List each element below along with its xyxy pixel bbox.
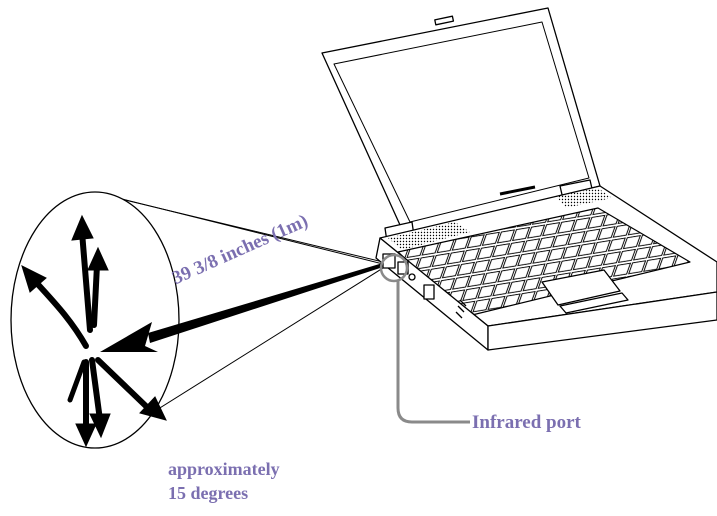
- infrared-port-marker: [379, 253, 409, 283]
- infrared-port-label: Infrared port: [472, 412, 581, 433]
- direction-arrows-icon: [21, 214, 167, 448]
- laptop-illustration: [321, 7, 717, 351]
- angle-label-line2: 15 degrees: [168, 483, 249, 503]
- angle-label-line1: approximately: [168, 459, 280, 479]
- infrared-beam-arrow: [100, 263, 383, 352]
- port-callout-line: [396, 281, 470, 424]
